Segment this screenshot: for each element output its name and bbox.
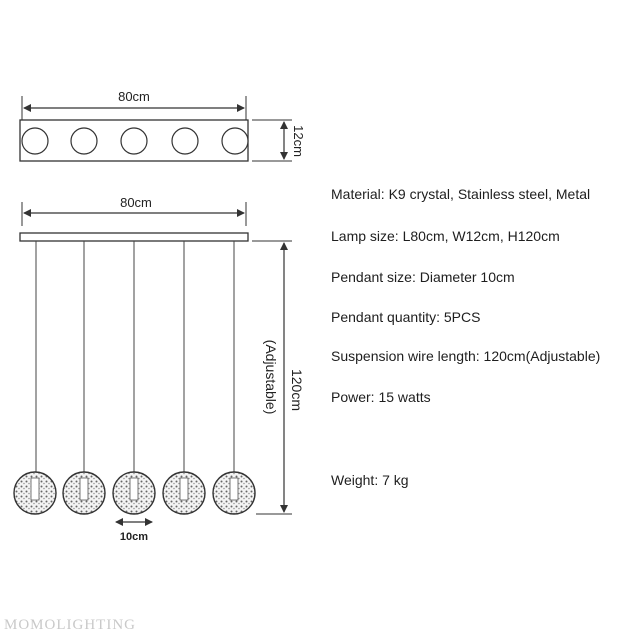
pendant-ball (112, 471, 156, 515)
spec-suspension-wire: Suspension wire length: 120cm(Adjustable… (331, 348, 600, 364)
spec-pendant-size: Pendant size: Diameter 10cm (331, 269, 515, 285)
spec-label: Lamp size: (331, 228, 403, 244)
spec-value: L80cm, W12cm, H120cm (402, 228, 560, 244)
top-depth-label: 12cm (291, 125, 306, 157)
top-view: 80cm 12cm (19, 89, 306, 162)
spec-material: Material: K9 crystal, Stainless steel, M… (331, 186, 590, 202)
spec-value: 7 kg (382, 472, 409, 488)
brand-watermark: MOMOLIGHTING (4, 617, 136, 633)
spec-label: Pendant size: (331, 269, 420, 285)
spec-value: 120cm(Adjustable) (483, 348, 601, 364)
spec-pendant-quantity: Pendant quantity: 5PCS (331, 309, 480, 325)
front-view-canopy-bar (19, 232, 249, 242)
pendant-ball (13, 471, 57, 515)
top-view-pendant-circle (120, 127, 148, 155)
front-view: 80cm 120cm (13, 195, 305, 543)
spec-value: Diameter 10cm (419, 269, 515, 285)
top-width-label: 80cm (118, 89, 150, 104)
spec-label: Weight: (331, 472, 383, 488)
spec-lamp-size: Lamp size: L80cm, W12cm, H120cm (331, 228, 560, 244)
pendant-ball (62, 471, 106, 515)
pendant-ball (162, 471, 206, 515)
spec-value: 5PCS (443, 309, 481, 325)
height-label: 120cm (289, 369, 305, 411)
spec-label: Material: (331, 186, 389, 202)
spec-label: Pendant quantity: (331, 309, 444, 325)
spec-label: Power: (331, 389, 379, 405)
spec-weight: Weight: 7 kg (331, 472, 409, 488)
top-view-pendant-circle (21, 127, 49, 155)
height-adjustable-note: (Adjustable) (263, 340, 279, 415)
top-view-pendant-circle (221, 127, 249, 155)
pendant-diameter-label: 10cm (120, 531, 148, 543)
spec-value: 15 watts (378, 389, 431, 405)
spec-power: Power: 15 watts (331, 389, 431, 405)
pendant-ball (212, 471, 256, 515)
front-width-label: 80cm (120, 195, 152, 210)
top-view-pendant-circle (70, 127, 98, 155)
spec-value: K9 crystal, Stainless steel, Metal (388, 186, 591, 202)
top-view-pendant-circle (171, 127, 199, 155)
spec-label: Suspension wire length: (331, 348, 484, 364)
